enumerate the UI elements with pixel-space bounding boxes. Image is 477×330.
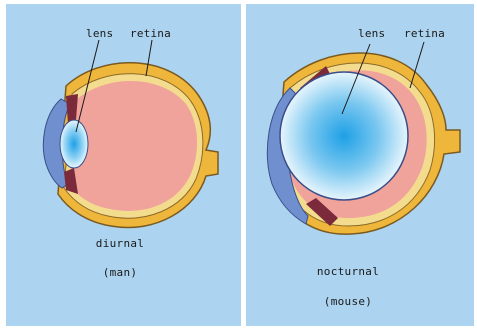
nocturnal-retina-label: retina	[404, 27, 445, 40]
diurnal-lens-label: lens	[86, 27, 113, 40]
nocturnal-lens-label: lens	[358, 27, 385, 40]
diurnal-eye-panel: lens retina diurnal (man)	[6, 4, 241, 326]
nocturnal-eye-panel: lens retina nocturnal (mouse)	[246, 4, 474, 326]
diurnal-caption: diurnal	[90, 237, 150, 250]
diurnal-species: (man)	[90, 266, 150, 279]
diurnal-vitreous	[70, 81, 197, 211]
nocturnal-species: (mouse)	[310, 295, 386, 308]
nocturnal-caption: nocturnal	[310, 265, 386, 278]
diurnal-retina-label: retina	[130, 27, 171, 40]
nocturnal-lens	[280, 72, 408, 200]
diurnal-lens	[60, 120, 88, 168]
